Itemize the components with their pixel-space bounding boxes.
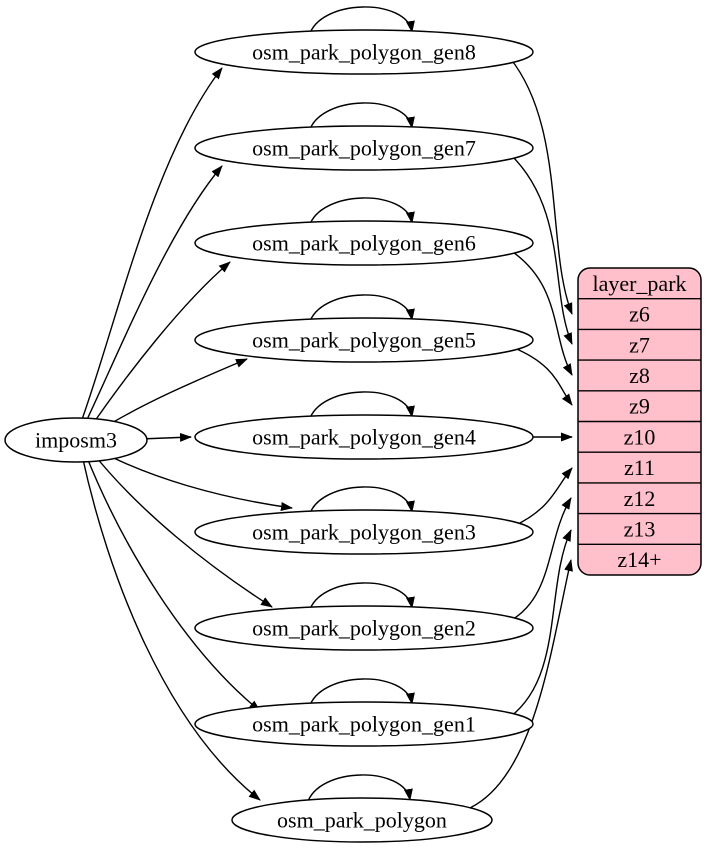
edge-osm_park_polygon-to-z14+ — [459, 559, 573, 813]
edge-imposm3-to-osm_park_polygon_gen3 — [97, 449, 293, 511]
node-osm_park_polygon_gen5: osm_park_polygon_gen5 — [194, 317, 534, 363]
node-osm_park_polygon_gen2: osm_park_polygon_gen2 — [194, 605, 534, 651]
node-ellipse-imposm3 — [4, 417, 148, 463]
node-label-osm_park_polygon_gen8: osm_park_polygon_gen8 — [252, 40, 476, 65]
node-label-imposm3: imposm3 — [35, 428, 117, 453]
node-ellipse-osm_park_polygon_gen2 — [194, 605, 534, 651]
node-imposm3: imposm3 — [4, 417, 148, 463]
node-osm_park_polygon_gen8: osm_park_polygon_gen8 — [194, 29, 534, 75]
edge-osm_park_polygon_gen5-to-z9 — [511, 346, 573, 406]
edge-osm_park_polygon_gen7-to-z7 — [509, 153, 573, 345]
node-osm_park_polygon_gen6: osm_park_polygon_gen6 — [194, 220, 534, 266]
node-label-osm_park_polygon_gen3: osm_park_polygon_gen3 — [252, 520, 476, 545]
node-osm_park_polygon_gen4: osm_park_polygon_gen4 — [194, 414, 534, 460]
node-label-osm_park_polygon_gen2: osm_park_polygon_gen2 — [252, 616, 476, 641]
node-label-osm_park_polygon: osm_park_polygon — [277, 808, 447, 833]
edge-imposm3-to-osm_park_polygon_gen2 — [91, 451, 273, 608]
table-node-layer: layer_park z6 z7 z8 z9 z10 z11 z12 z13 z14+ — [577, 267, 702, 576]
edge-imposm3-to-osm_park_polygon_gen6 — [89, 261, 231, 429]
self-loop-osm_park_polygon_gen3-to-osm_park_polygon_gen3 — [308, 486, 415, 517]
nodes-layer: imposm3 osm_park_polygon_gen8 osm_park_pol… — [4, 29, 534, 843]
table-row-label-z9: z9 — [629, 394, 650, 419]
node-ellipse-osm_park_polygon_gen3 — [194, 509, 534, 555]
node-ellipse-osm_park_polygon_gen7 — [194, 125, 534, 171]
node-ellipse-osm_park_polygon_gen4 — [194, 414, 534, 460]
table-row-label-z12: z12 — [624, 486, 656, 511]
edge-osm_park_polygon_gen2-to-z12 — [509, 497, 572, 622]
edge-osm_park_polygon_gen6-to-z8 — [509, 249, 573, 376]
node-label-osm_park_polygon_gen4: osm_park_polygon_gen4 — [252, 425, 476, 450]
node-ellipse-osm_park_polygon_gen5 — [194, 317, 534, 363]
self-loop-osm_park_polygon-to-osm_park_polygon — [306, 774, 413, 805]
self-loop-osm_park_polygon_gen2-to-osm_park_polygon_gen2 — [308, 582, 415, 613]
edge-osm_park_polygon_gen1-to-z13 — [509, 529, 572, 718]
self-loop-osm_park_polygon_gen5-to-osm_park_polygon_gen5 — [308, 294, 415, 325]
self-loop-osm_park_polygon_gen4-to-osm_park_polygon_gen4 — [308, 391, 415, 422]
self-loop-osm_park_polygon_gen8-to-osm_park_polygon_gen8 — [308, 6, 415, 37]
edge-imposm3-to-osm_park_polygon_gen7 — [83, 165, 223, 427]
edge-osm_park_polygon_gen8-to-z6 — [509, 57, 573, 315]
table-row-label-z11: z11 — [624, 455, 655, 480]
node-ellipse-osm_park_polygon — [231, 797, 493, 843]
node-osm_park_polygon_gen3: osm_park_polygon_gen3 — [194, 509, 534, 555]
table-row-label-z7: z7 — [629, 332, 650, 357]
node-label-osm_park_polygon_gen1: osm_park_polygon_gen1 — [252, 712, 476, 737]
self-loop-osm_park_polygon_gen1-to-osm_park_polygon_gen1 — [308, 678, 415, 709]
node-osm_park_polygon_gen7: osm_park_polygon_gen7 — [194, 125, 534, 171]
edge-osm_park_polygon_gen3-to-z11 — [513, 467, 573, 527]
node-label-osm_park_polygon_gen7: osm_park_polygon_gen7 — [252, 136, 476, 161]
self-loop-osm_park_polygon_gen7-to-osm_park_polygon_gen7 — [308, 102, 415, 133]
self-loop-osm_park_polygon_gen6-to-osm_park_polygon_gen6 — [308, 197, 415, 228]
node-ellipse-osm_park_polygon_gen1 — [194, 701, 534, 747]
table-row-label-z8: z8 — [629, 363, 650, 388]
table-row-label-z14plus: z14+ — [617, 547, 661, 572]
table-row-label-z6: z6 — [629, 302, 650, 327]
node-ellipse-osm_park_polygon_gen8 — [194, 29, 534, 75]
table-header-label: layer_park — [592, 271, 686, 296]
edge-imposm3-to-osm_park_polygon — [81, 454, 261, 801]
node-osm_park_polygon_gen1: osm_park_polygon_gen1 — [194, 701, 534, 747]
node-label-osm_park_polygon_gen6: osm_park_polygon_gen6 — [252, 231, 476, 256]
edge-imposm3-to-osm_park_polygon_gen1 — [85, 454, 261, 712]
node-osm_park_polygon: osm_park_polygon — [231, 797, 493, 843]
node-ellipse-osm_park_polygon_gen6 — [194, 220, 534, 266]
edge-imposm3-to-osm_park_polygon_gen8 — [79, 67, 223, 426]
edge-imposm3-to-osm_park_polygon_gen5 — [99, 358, 248, 431]
edges-layer — [79, 6, 573, 813]
table-row-label-z10: z10 — [624, 424, 656, 449]
edge-imposm3-to-osm_park_polygon_gen4 — [139, 432, 192, 442]
table-row-label-z13: z13 — [624, 516, 656, 541]
node-label-osm_park_polygon_gen5: osm_park_polygon_gen5 — [252, 328, 476, 353]
